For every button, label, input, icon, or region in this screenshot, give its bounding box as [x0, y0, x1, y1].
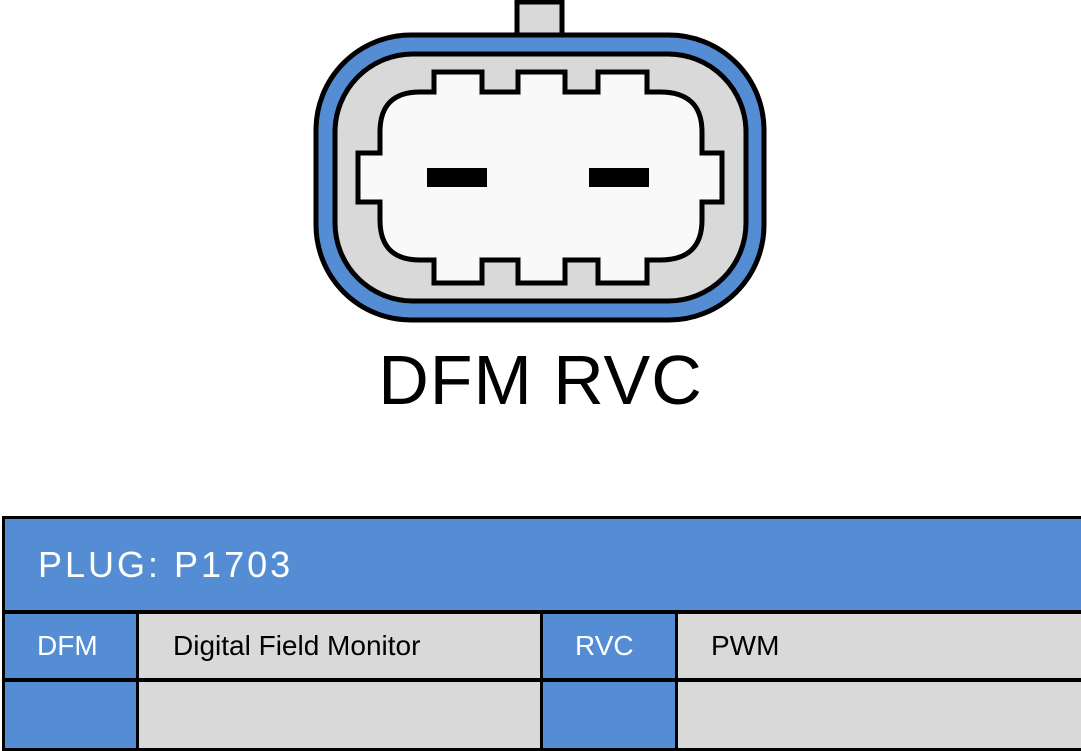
pinout-table: PLUG: P1703 DFM Digital Field Monitor RV… — [2, 516, 1081, 751]
pin-rvc — [589, 168, 649, 187]
connector-socket — [355, 69, 725, 286]
connector-label: DFM RVC — [378, 341, 703, 419]
connector-diagram — [313, 0, 767, 323]
pin-name-cell: DFM — [5, 614, 136, 678]
empty-pin-desc-cell — [139, 682, 540, 748]
pin-desc-cell: PWM — [678, 614, 1081, 678]
pin-dfm — [427, 168, 487, 187]
empty-pin-name-cell — [5, 682, 136, 748]
pin-name-cell: RVC — [543, 614, 675, 678]
pin-desc-cell: Digital Field Monitor — [139, 614, 540, 678]
empty-pin-name-cell — [543, 682, 675, 748]
empty-pin-desc-cell — [678, 682, 1081, 748]
plug-header: PLUG: P1703 — [5, 519, 1081, 610]
